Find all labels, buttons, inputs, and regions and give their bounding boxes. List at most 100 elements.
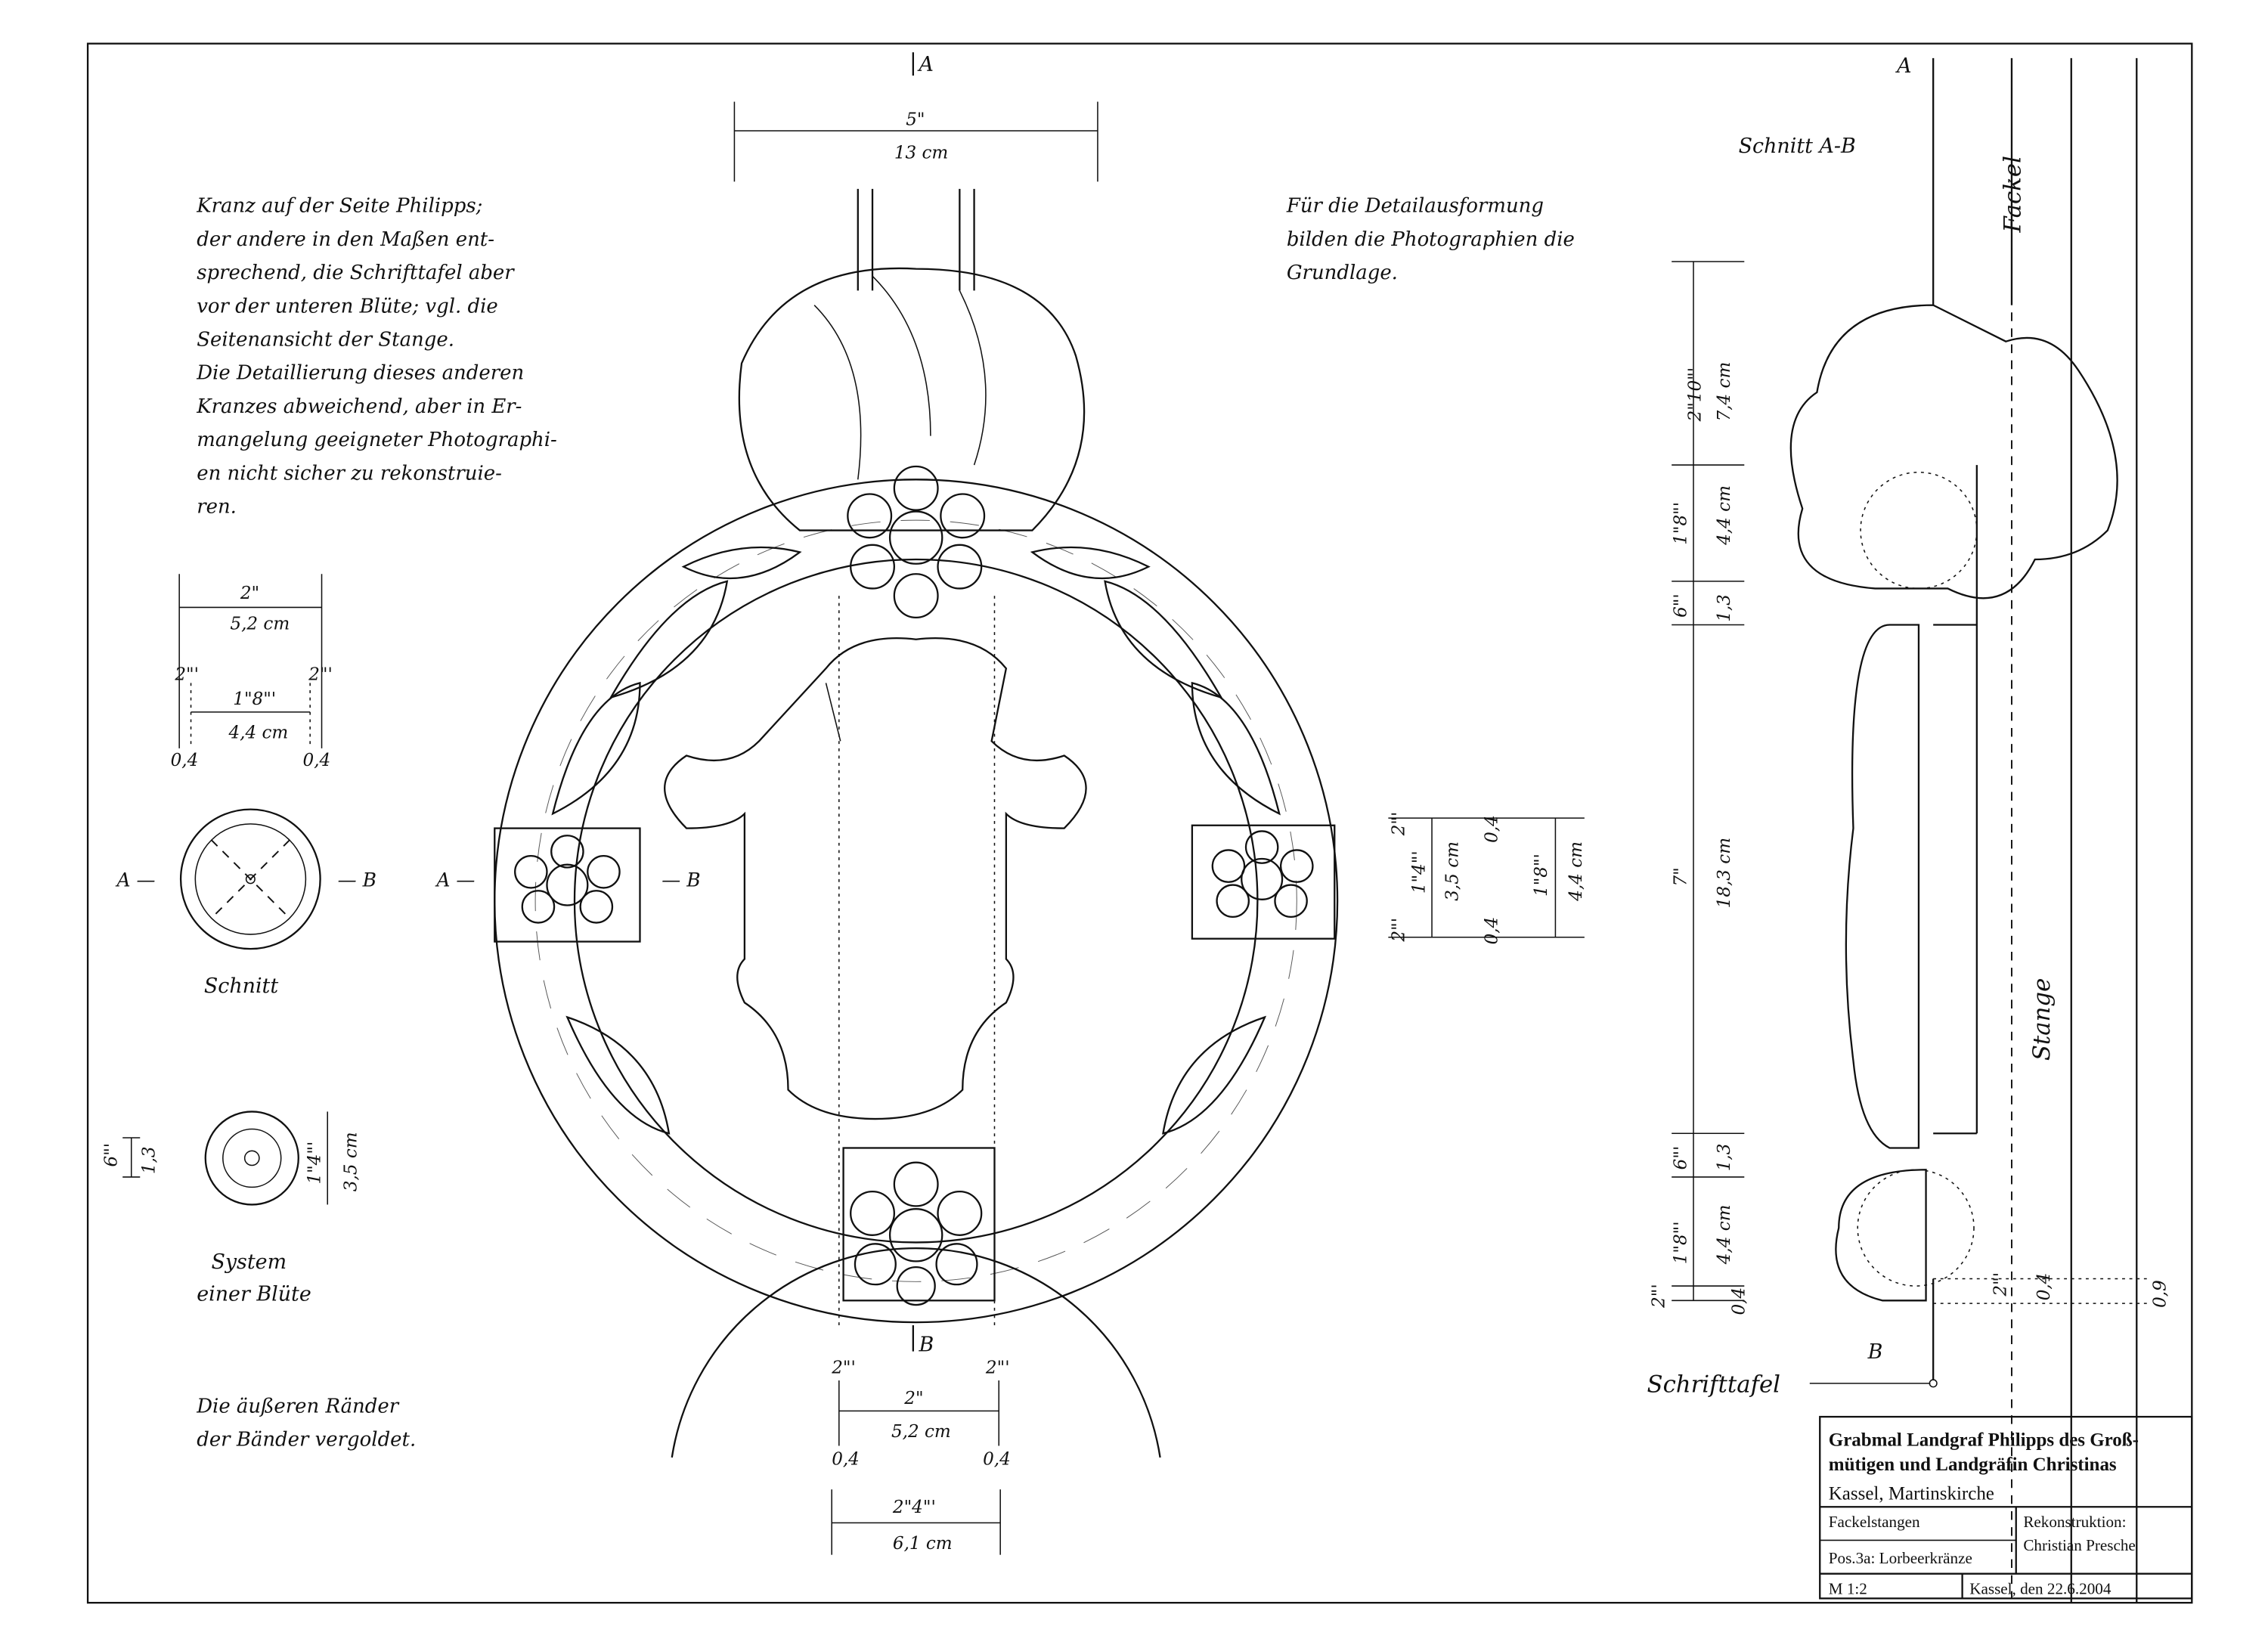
dimensions-bloom-d-cm: 3,5 cm (342, 1132, 361, 1191)
labels-fackel: Fackel (1999, 156, 2026, 233)
title-block-position: Pos.3a: Lorbeerkränze (1829, 1549, 1972, 1567)
flower-bottom (842, 1147, 996, 1306)
labels-schnitt: Schnitt (204, 974, 279, 998)
title-block-author-label: Rekonstruktion: (2023, 1513, 2126, 1531)
cartouche (664, 637, 1087, 1120)
dimensions-edge-in: 2"' (831, 1358, 856, 1377)
ring-dimension-detail: 2" 5,2 cm 1"8"' 4,4 cm 2"' 2"' 0,4 0,4 (171, 574, 333, 770)
dimensions-side-7-cm: 0,4 (2034, 1273, 2054, 1301)
dimensions-edge-cm: 0,4 (171, 751, 199, 770)
notes-left-note-6: Kranzes abweichend, aber in Er- (196, 395, 522, 418)
dimensions-side-3-in: 6"' (1671, 593, 1690, 618)
dimensions-ring-outer-cm: 5,2 cm (230, 614, 290, 634)
dimensions-side-2-cm: 4,4 cm (1715, 485, 1734, 546)
notes-right-note-1: bilden die Photographien die (1287, 228, 1575, 251)
flower-top (847, 465, 986, 619)
braided-knot (738, 267, 1086, 531)
dimensions-edge-cm: 0,4 (1483, 917, 1502, 945)
title-block-title-0: Grabmal Landgraf Philipps des Groß- (1829, 1430, 2139, 1451)
notes-right-note-2: Grundlage. (1287, 262, 1398, 284)
dimensions-ring-inner-in: 1"8"' (233, 689, 276, 709)
dimensions-edge-in: 2"' (1390, 918, 1409, 943)
dimensions-bloom-h-cm: 1,3 (139, 1146, 159, 1174)
dimensions-band-in: 1"4"' (1409, 850, 1429, 894)
dimensions-bloom-h-in: 6"' (102, 1143, 122, 1167)
title-block-date: Kassel, den 22.6.2004 (1969, 1580, 2112, 1598)
dimensions-edge-cm: 0,4 (983, 1450, 1011, 1470)
notes-left-note-8: en nicht sicher zu rekonstruie- (197, 462, 502, 485)
dimensions-side-7-in: 2"' (1650, 1284, 1669, 1309)
dimensions-side-6-in: 1"8"' (1671, 1221, 1690, 1264)
labels-a: A (917, 53, 934, 76)
dimensions-offset-cm: 0,9 (2151, 1280, 2170, 1308)
labels-stange: Stange (2028, 978, 2056, 1061)
labels-b: B (919, 1334, 934, 1357)
labels-schnitt-ab: Schnitt A-B (1739, 135, 1856, 158)
laurel-leaves (551, 546, 1281, 1135)
dimensions-edge-cm: 0,4 (832, 1450, 860, 1470)
title-block-title-1: mütigen und Landgräfin Christinas (1829, 1455, 2117, 1475)
bottom-note: Die äußeren Ränder der Bänder vergoldet. (196, 1395, 416, 1451)
dimensions-band-total-cm: 4,4 cm (1566, 841, 1586, 902)
labels-dash-b: — B (338, 869, 376, 891)
right-note: Für die Detailausformung bilden die Phot… (1286, 195, 1575, 284)
left-note: Kranz auf der Seite Philipps; der andere… (196, 195, 557, 519)
dimensions-side-3-cm: 1,3 (1715, 594, 1734, 622)
drawing-border (86, 42, 2193, 1604)
dimensions-side-2-in: 1"8"' (1671, 502, 1690, 545)
dimensions-bloom-d-in: 1"4"' (305, 1142, 325, 1185)
dimensions-bottom-total-cm: 6,1 cm (893, 1534, 953, 1554)
notes-left-note-5: Die Detaillierung dieses anderen (196, 362, 524, 385)
dimensions-side-7-cm: 0,4 (1729, 1287, 1749, 1315)
notes-left-note-1: der andere in den Maßen ent- (197, 228, 494, 251)
labels-dash-b: — B (662, 869, 700, 891)
notes-left-note-3: vor der unteren Blüte; vgl. die (197, 295, 497, 318)
dimensions-top-width-in: 5" (906, 110, 925, 129)
dimensions-side-1-cm: 7,4 cm (1715, 362, 1734, 422)
title-block-subject: Fackelstangen (1829, 1513, 1920, 1531)
dimensions-side-6-cm: 4,4 cm (1715, 1204, 1734, 1265)
title-block-location: Kassel, Martinskirche (1829, 1484, 1994, 1504)
notes-left-note-9: ren. (197, 496, 237, 519)
dimensions-bottom-in: 2" (903, 1389, 923, 1408)
wreath-front-view: A 5" 13 cm (435, 52, 1586, 1555)
band-left (494, 827, 641, 943)
notes-bottom-note-1: der Bänder vergoldet. (197, 1429, 416, 1451)
dimensions-side-5-in: 6"' (1671, 1146, 1690, 1170)
dimensions-ring-inner-cm: 4,4 cm (228, 723, 289, 742)
ring-section-view: A — — B Schnitt (116, 808, 376, 998)
dimensions-side-4-cm: 18,3 cm (1715, 838, 1734, 908)
labels-b: B (1867, 1340, 1883, 1364)
notes-left-note-7: mangelung geeigneter Photographi- (197, 429, 557, 451)
notes-right-note-0: Für die Detailausformung (1286, 195, 1544, 218)
labels-system-0: System (211, 1250, 287, 1274)
dimensions-edge-in: 2"' (1390, 812, 1409, 837)
dimensions-edge-in: 2"' (174, 665, 199, 685)
labels-a: A (1895, 54, 1911, 78)
dimensions-side-5-cm: 1,3 (1715, 1144, 1734, 1172)
notes-left-note-0: Kranz auf der Seite Philipps; (196, 195, 482, 218)
band-right (1191, 824, 1336, 940)
labels-a-dash: A — (116, 869, 156, 891)
dimensions-band-total-in: 1"8"' (1532, 854, 1551, 897)
notes-left-note-2: sprechend, die Schrifttafel aber (197, 262, 515, 284)
dimensions-edge-in: 2"' (985, 1358, 1010, 1377)
dimensions-bottom-total-in: 2"4"' (892, 1498, 936, 1517)
dimensions-side-7-in: 2"' (1991, 1272, 2010, 1297)
dimensions-side-1-in: 2"10"' (1686, 367, 1706, 423)
title-block-author: Christian Presche (2023, 1536, 2135, 1554)
bloom-system-view: 6"' 1,3 1"4"' 3,5 cm System einer Blüte (102, 1111, 361, 1306)
dimensions-edge-cm: 0,4 (1483, 815, 1502, 843)
dimensions-side-4-in: 7" (1671, 867, 1690, 886)
dimensions-band-cm: 3,5 cm (1443, 841, 1463, 901)
dimensions-edge-cm: 0,4 (303, 751, 331, 770)
title-block: Grabmal Landgraf Philipps des Groß- müti… (1819, 1415, 2193, 1600)
dimensions-top-width-cm: 13 cm (894, 144, 948, 163)
side-section-view: A Schnitt A-B Fackel Stange 2"10"' 7,4 c… (1647, 54, 2170, 1603)
dimensions-bottom-cm: 5,2 cm (891, 1422, 951, 1442)
labels-a-dash: A — (435, 869, 475, 891)
notes-left-note-4: Seitenansicht der Stange. (197, 328, 454, 351)
labels-system-1: einer Blüte (197, 1282, 311, 1306)
title-block-scale: M 1:2 (1829, 1580, 1867, 1598)
